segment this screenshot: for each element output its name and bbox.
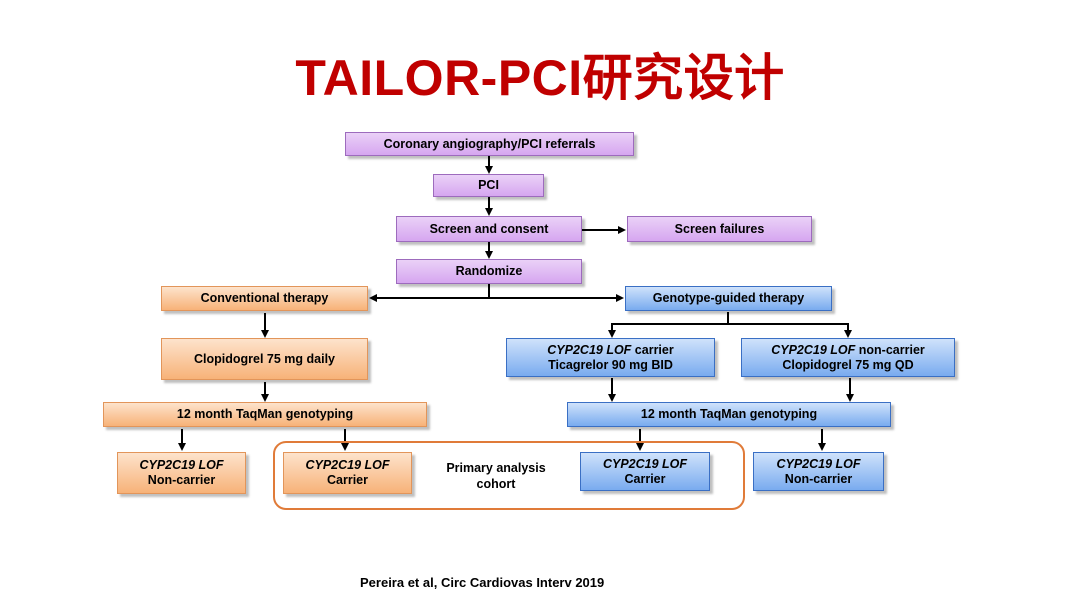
clopidogrel-daily-box: Clopidogrel 75 mg daily bbox=[161, 338, 368, 380]
outcome1-gene: CYP2C19 LOF bbox=[139, 458, 224, 472]
genotype-guided-box: Genotype-guided therapy bbox=[625, 286, 832, 311]
outcome2-status: Carrier bbox=[327, 473, 368, 487]
pci-box: PCI bbox=[433, 174, 544, 197]
conventional-therapy-label: Conventional therapy bbox=[200, 291, 329, 305]
outcome4-gene: CYP2C19 LOF bbox=[776, 456, 861, 471]
lof-noncarrier-gene: CYP2C19 LOF bbox=[771, 342, 856, 357]
lof-noncarrier-drug: Clopidogrel 75 mg QD bbox=[782, 357, 914, 372]
referrals-label: Coronary angiography/PCI referrals bbox=[383, 136, 596, 151]
genotyping-right-label: 12 month TaqMan genotyping bbox=[640, 407, 818, 421]
outcome3-gene: CYP2C19 LOF bbox=[602, 456, 688, 471]
outcome4-status: Non-carrier bbox=[784, 471, 853, 486]
pci-label: PCI bbox=[478, 178, 499, 192]
outcome-guided-carrier: CYP2C19 LOF Carrier bbox=[580, 452, 710, 491]
screen-consent-label: Screen and consent bbox=[429, 221, 549, 236]
screen-failures-label: Screen failures bbox=[674, 221, 765, 236]
randomize-label: Randomize bbox=[455, 264, 523, 278]
outcome1-status: Non-carrier bbox=[147, 473, 216, 487]
citation: Pereira et al, Circ Cardiovas Interv 201… bbox=[360, 575, 605, 590]
outcome-conventional-carrier: CYP2C19 LOF Carrier bbox=[283, 452, 412, 494]
referrals-box: Coronary angiography/PCI referrals bbox=[345, 132, 634, 156]
lof-carrier-gene: CYP2C19 LOF bbox=[547, 342, 632, 357]
primary-cohort-outline bbox=[273, 441, 745, 510]
screen-failures-box: Screen failures bbox=[627, 216, 812, 242]
conventional-therapy-box: Conventional therapy bbox=[161, 286, 368, 311]
outcome-conventional-noncarrier: CYP2C19 LOF Non-carrier bbox=[117, 452, 246, 494]
genotyping-left-label: 12 month TaqMan genotyping bbox=[176, 407, 354, 421]
lof-noncarrier-line1: CYP2C19 LOF non-carrier bbox=[771, 343, 925, 358]
lof-carrier-drug: Ticagrelor 90 mg BID bbox=[548, 357, 673, 372]
genotyping-left-box: 12 month TaqMan genotyping bbox=[103, 402, 427, 427]
screen-consent-box: Screen and consent bbox=[396, 216, 582, 242]
page-title: TAILOR-PCI研究设计 bbox=[295, 50, 785, 106]
randomize-box: Randomize bbox=[396, 259, 582, 284]
lof-noncarrier-status: non-carrier bbox=[855, 342, 925, 357]
genotype-guided-label: Genotype-guided therapy bbox=[652, 291, 805, 305]
primary-cohort-label: Primary analysis cohort bbox=[446, 461, 546, 491]
lof-noncarrier-box: CYP2C19 LOF non-carrier Clopidogrel 75 m… bbox=[741, 338, 955, 377]
outcome-guided-noncarrier: CYP2C19 LOF Non-carrier bbox=[753, 452, 884, 491]
lof-carrier-status: carrier bbox=[631, 342, 674, 357]
genotyping-right-box: 12 month TaqMan genotyping bbox=[567, 402, 891, 427]
lof-carrier-line1: CYP2C19 LOF carrier bbox=[547, 343, 673, 358]
clopidogrel-daily-label: Clopidogrel 75 mg daily bbox=[194, 351, 335, 366]
outcome3-status: Carrier bbox=[624, 471, 666, 486]
outcome2-gene: CYP2C19 LOF bbox=[305, 458, 390, 472]
lof-carrier-box: CYP2C19 LOF carrier Ticagrelor 90 mg BID bbox=[506, 338, 715, 377]
